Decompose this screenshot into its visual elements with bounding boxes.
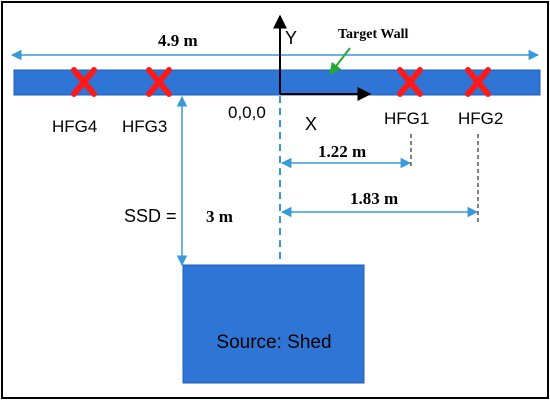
ssd-value: 3 m <box>206 207 233 226</box>
hfg1-distance-label: 1.22 m <box>318 142 366 161</box>
hfg4-marker-icon <box>71 67 97 97</box>
origin-label: 0,0,0 <box>228 103 266 122</box>
hfg2-distance-label: 1.83 m <box>350 189 398 208</box>
hfg2-label: HFG2 <box>458 109 503 128</box>
hfg1-label: HFG1 <box>384 109 429 128</box>
y-axis-label: Y <box>285 28 297 48</box>
hfg4-label: HFG4 <box>52 117 97 136</box>
x-axis-label: X <box>305 114 317 134</box>
source-shed-label: Source: Shed <box>216 332 331 353</box>
target-wall <box>13 69 541 96</box>
hfg3-label: HFG3 <box>122 117 167 136</box>
hfg1-marker-icon <box>397 67 423 97</box>
target-wall-pointer-arrow <box>329 47 351 75</box>
hfg2-marker-icon <box>465 67 491 97</box>
hfg3-marker-icon <box>146 67 172 97</box>
ssd-label: SSD = <box>124 206 177 226</box>
source-shed <box>182 264 365 384</box>
wall-width-label: 4.9 m <box>158 31 198 50</box>
target-wall-label: Target Wall <box>338 27 409 42</box>
